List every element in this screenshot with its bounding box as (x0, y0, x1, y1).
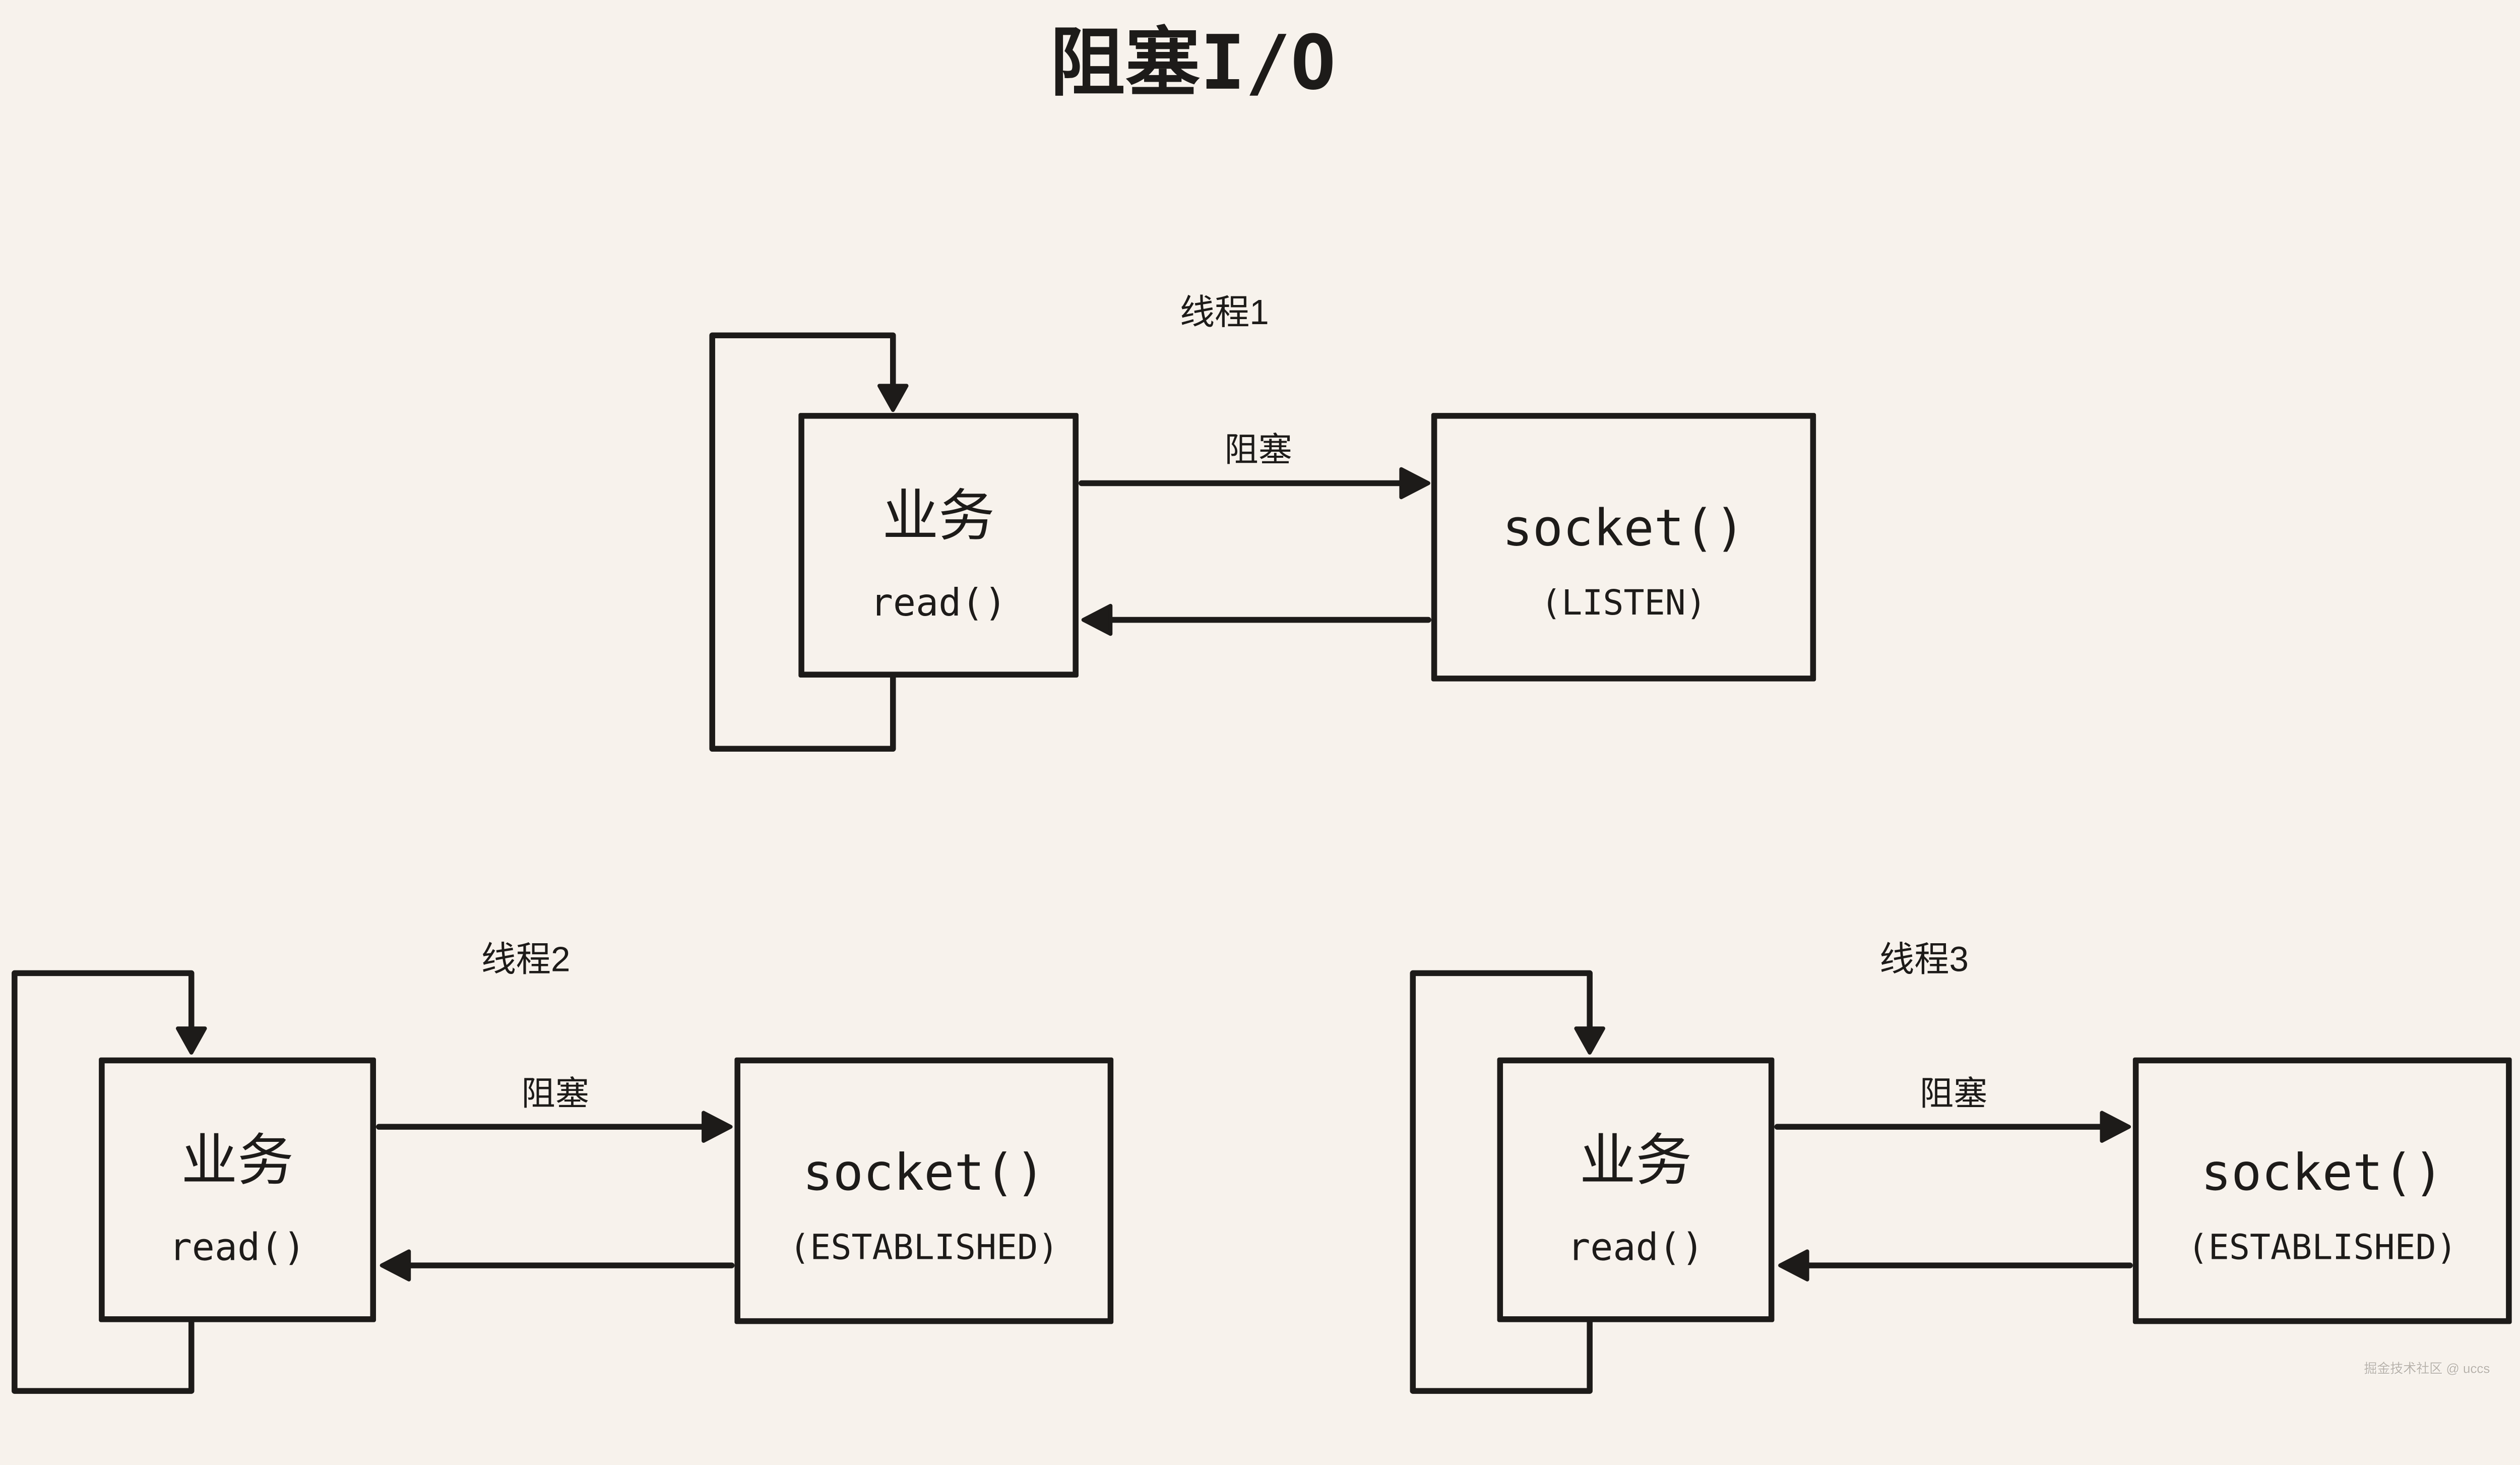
connector-lines (12, 332, 2133, 1394)
thread-3-loop-line (1410, 970, 1593, 1394)
watermark: 掘金技术社区 @ uccs (2364, 1361, 2490, 1376)
thread-3-block-arrowhead-icon (2100, 1111, 2131, 1143)
thread-1-socket-box: socket() (LISTEN) (1431, 413, 1816, 682)
thread-2-block-arrowhead-icon (702, 1111, 733, 1143)
thread-3-label: 线程3 (1879, 940, 1969, 979)
thread-3-socket-call: socket() (2200, 1142, 2444, 1202)
thread-3-blocking-label: 阻塞 (1919, 1074, 1988, 1113)
thread-2-business-box: 业务 read() (99, 1057, 376, 1322)
thread-1-business-box: 业务 read() (798, 413, 1079, 678)
thread-1-return-arrowhead-icon (1081, 603, 1113, 636)
thread-1-block-arrowhead-icon (1399, 467, 1430, 500)
thread-3-socket-box: socket() (ESTABLISHED) (2132, 1057, 2512, 1324)
thread-2-blocking-label: 阻塞 (521, 1074, 590, 1113)
thread-2-socket-state: (ESTABLISHED) (789, 1227, 1059, 1267)
thread-1-socket-state: (LISTEN) (1541, 582, 1707, 623)
thread-2-socket-call: socket() (802, 1142, 1046, 1202)
thread-2-socket-box: socket() (ESTABLISHED) (734, 1057, 1114, 1324)
thread-3-socket-state: (ESTABLISHED) (2187, 1227, 2457, 1267)
thread-2-business-title: 业务 (181, 1128, 294, 1192)
thread-1-blocking-label: 阻塞 (1224, 431, 1292, 469)
page-title: 阻塞I/O (1050, 19, 1336, 107)
thread-3-business-title: 业务 (1580, 1128, 1692, 1192)
thread-3-read-call: read() (1567, 1226, 1704, 1269)
thread-2-loop-line (12, 970, 195, 1394)
thread-1-label: 线程1 (1179, 293, 1269, 332)
thread-1-loop-line (709, 332, 896, 752)
thread-2-return-arrowhead-icon (380, 1249, 411, 1281)
thread-2-loop-arrowhead-icon (175, 1026, 207, 1055)
thread-3-loop-arrowhead-icon (1574, 1026, 1605, 1055)
thread-1-business-title: 业务 (882, 484, 995, 547)
thread-1-socket-call: socket() (1502, 498, 1745, 558)
thread-2-read-call: read() (169, 1226, 306, 1269)
blocking-io-diagram: 阻塞I/O 线程1 业务 read() 阻塞 socket() (LISTEN)… (12, 19, 2512, 1394)
thread-1-read-call: read() (870, 581, 1007, 625)
thread-1-loop-arrowhead-icon (877, 384, 909, 412)
thread-2-label: 线程2 (481, 940, 571, 979)
thread-3-return-arrowhead-icon (1778, 1249, 1809, 1281)
thread-3-business-box: 业务 read() (1497, 1057, 1775, 1322)
